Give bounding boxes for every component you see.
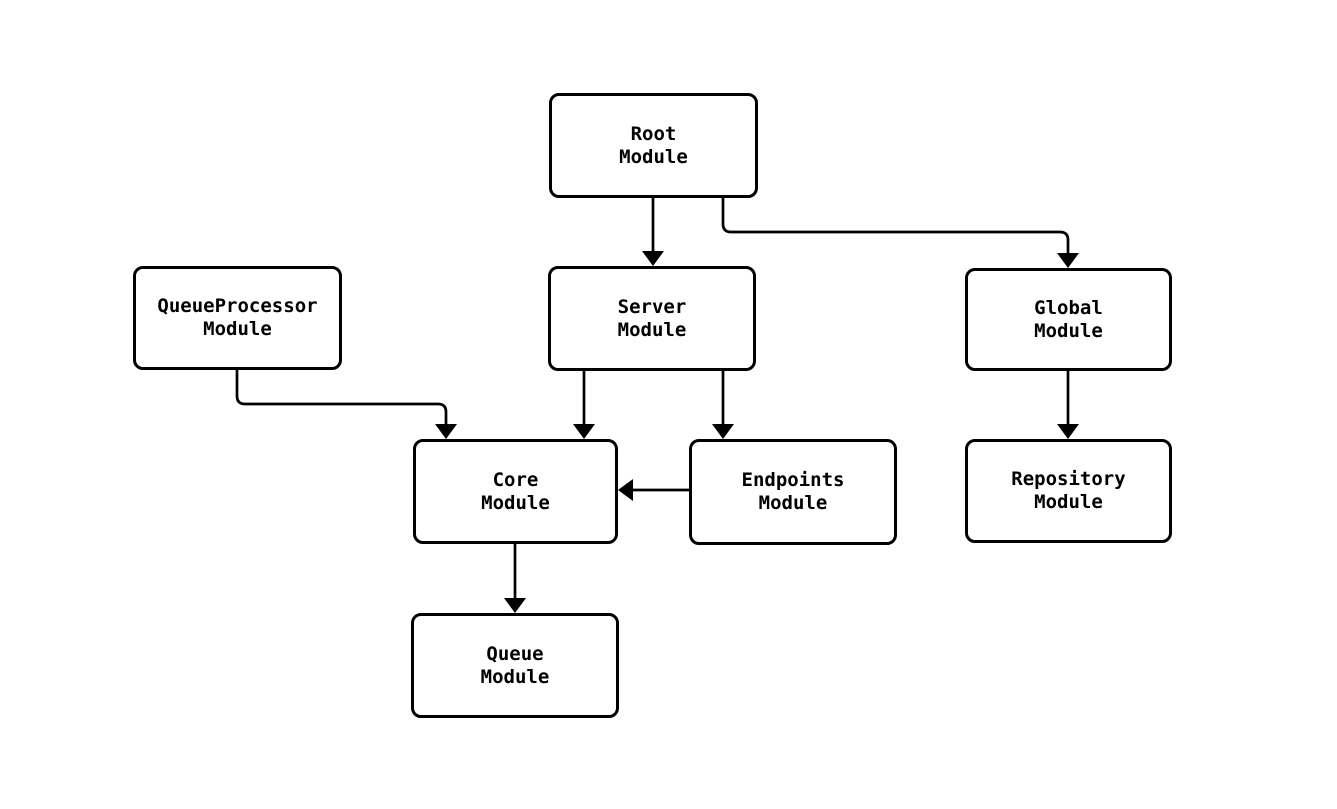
edge-root-to-server xyxy=(642,198,664,266)
node-core-module-label: Core Module xyxy=(481,468,550,514)
arrowhead-global-to-repository xyxy=(1057,424,1079,439)
node-queueprocessor-module-label: QueueProcessor Module xyxy=(157,295,318,340)
edge-core-to-queue xyxy=(504,544,526,613)
node-global-module: Global Module xyxy=(965,268,1172,371)
node-repository-module: Repository Module xyxy=(965,439,1172,543)
arrowhead-core-to-queue xyxy=(504,598,526,613)
node-core-module: Core Module xyxy=(413,439,618,544)
arrowhead-server-to-endpoints xyxy=(712,424,734,439)
edge-global-to-repository xyxy=(1057,371,1079,439)
node-global-module-label: Global Module xyxy=(1034,296,1103,342)
node-queueprocessor-module: QueueProcessor Module xyxy=(133,266,342,370)
edge-server-to-core xyxy=(573,371,595,439)
edge-queueprocessor-to-core xyxy=(235,370,457,439)
node-server-module-label: Server Module xyxy=(617,295,687,341)
node-endpoints-module: Endpoints Module xyxy=(689,439,897,545)
arrowhead-server-to-core xyxy=(573,424,595,439)
arrowhead-root-to-global xyxy=(1057,253,1079,268)
node-root-module-label: Root Module xyxy=(619,122,688,168)
edge-root-to-global xyxy=(721,198,1079,268)
arrowhead-endpoints-to-core xyxy=(618,479,633,501)
node-queue-module: Queue Module xyxy=(411,613,619,718)
arrowhead-queueprocessor-to-core xyxy=(435,424,457,439)
edge-endpoints-to-core xyxy=(618,479,689,501)
node-repository-module-label: Repository Module xyxy=(1011,468,1126,513)
node-root-module: Root Module xyxy=(549,93,758,198)
arrowhead-root-to-server xyxy=(642,251,664,266)
node-endpoints-module-label: Endpoints Module xyxy=(741,469,845,514)
node-server-module: Server Module xyxy=(548,266,756,371)
edge-server-to-endpoints xyxy=(712,371,734,439)
node-queue-module-label: Queue Module xyxy=(480,642,550,688)
